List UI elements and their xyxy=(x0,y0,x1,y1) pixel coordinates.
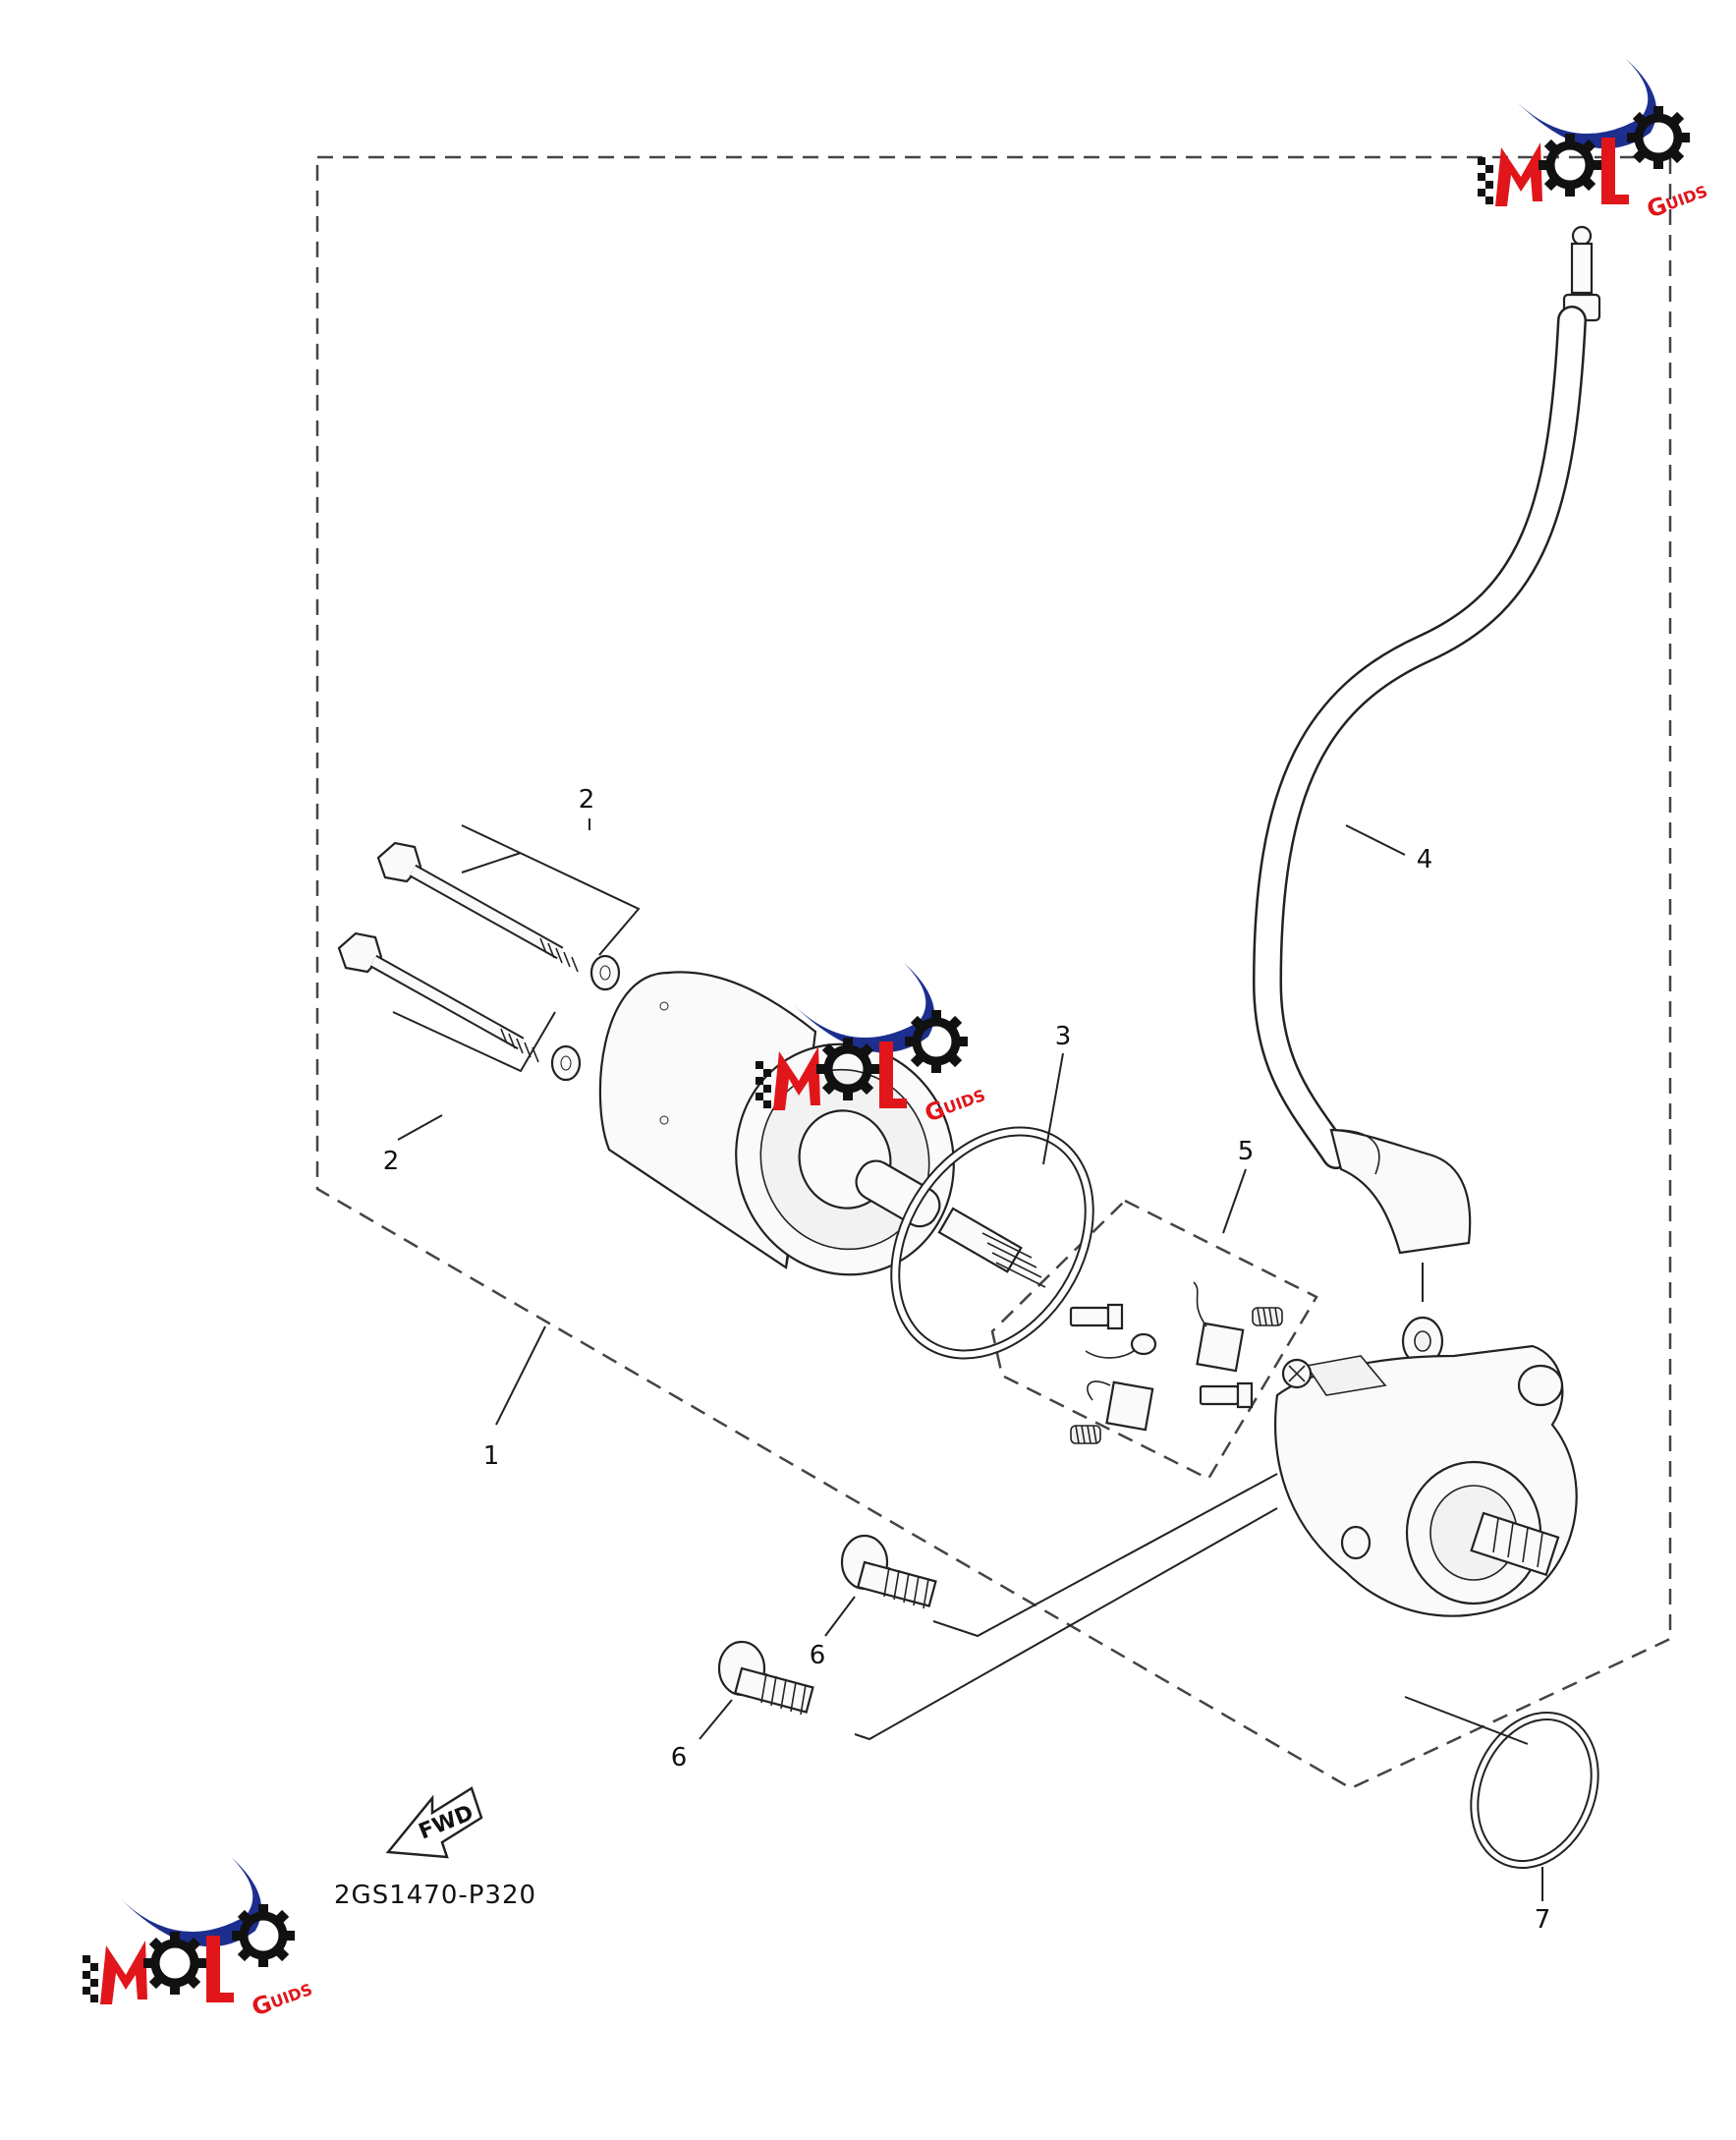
screw-upper xyxy=(840,1534,937,1609)
diagram-part-code: 2GS1470-P320 xyxy=(334,1881,536,1910)
callout-1: 1 xyxy=(483,1441,500,1471)
callout-6-lower: 6 xyxy=(671,1743,688,1773)
moto-guids-logo-bottom-left xyxy=(83,1857,314,2022)
starter-cable xyxy=(1252,225,1601,1367)
callout-7: 7 xyxy=(1535,1905,1551,1935)
callout-5: 5 xyxy=(1238,1137,1255,1166)
long-bolt-lower xyxy=(337,931,582,1082)
assembly-boundary xyxy=(315,155,1672,1790)
brush-set xyxy=(1069,1281,1283,1444)
moto-guids-logo-top-right xyxy=(1478,59,1709,224)
callout-6-upper: 6 xyxy=(810,1641,826,1670)
starter-motor xyxy=(598,971,1046,1288)
callout-4: 4 xyxy=(1417,845,1433,874)
callout-2-lower: 2 xyxy=(383,1147,400,1176)
callout-2-upper: 2 xyxy=(579,785,595,815)
long-bolt-upper xyxy=(376,841,621,991)
screw-lower xyxy=(717,1640,814,1716)
forward-direction-arrow: FWD xyxy=(385,1786,483,1859)
starter-end-cover xyxy=(1273,1344,1578,1617)
leader-lines xyxy=(392,818,1543,1901)
callout-3: 3 xyxy=(1055,1022,1072,1051)
